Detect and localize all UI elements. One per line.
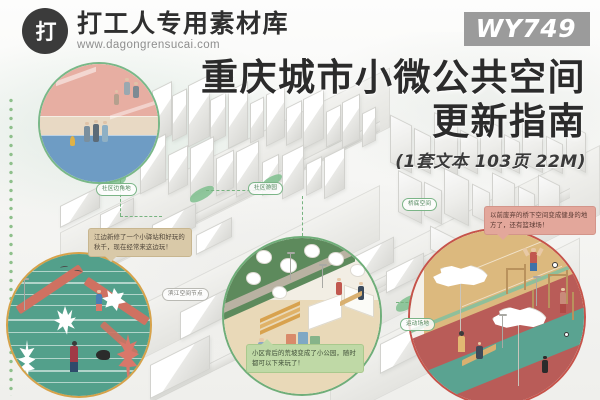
product-code-badge: WY749 xyxy=(463,12,590,46)
poster-title-block: 重庆城市小微公共空间 更新指南 (1套文本 103页 22M) xyxy=(186,56,586,172)
connector-line-park xyxy=(206,190,266,191)
title-line-2: 更新指南 xyxy=(432,99,586,143)
connector-line-street xyxy=(302,196,303,236)
brand-mark-icon: 打 xyxy=(22,8,68,54)
scene-circle-sport[interactable] xyxy=(408,228,586,400)
connector-line-river xyxy=(120,180,121,216)
speech-bubble-river: 江边新修了一个小驿站和好玩的秋千，现在经常来这边玩！ xyxy=(88,228,192,264)
map-tag-bridge-space[interactable]: 桥底空间 xyxy=(402,198,438,211)
speech-bubble-bridge: 以前废弃的桥下空间变成健身的地方了，还有篮球场！ xyxy=(484,206,596,242)
map-tag-community-park[interactable]: 社区游园 xyxy=(248,182,284,195)
map-note-slogan: 一起建设 我们的城市 xyxy=(206,69,234,84)
connector-line-river-h xyxy=(120,216,162,217)
brand-name: 打工人专用素材库 xyxy=(77,9,290,39)
title-subtitle: (1套文本 103页 22M) xyxy=(395,152,586,173)
title-line-1: 重庆城市小微公共空间 xyxy=(201,56,586,99)
scene-circle-terrace[interactable] xyxy=(6,252,152,398)
brand-text: 打工人专用素材库 www.dagongrensucai.com xyxy=(77,9,290,51)
brand-logo[interactable]: 打 打工人专用素材库 www.dagongrensucai.com xyxy=(22,8,289,54)
scene-circle-river[interactable] xyxy=(38,62,160,184)
map-tag-corner-land[interactable]: 社区边角地 xyxy=(96,183,137,196)
map-tag-street-node[interactable]: 滨江空间节点 xyxy=(162,288,209,301)
left-dotted-rail xyxy=(9,96,13,396)
map-tag-sports-ground[interactable]: 运动场地 xyxy=(400,318,436,331)
brand-website: www.dagongrensucai.com xyxy=(77,38,221,51)
speech-bubble-park: 小区背后的荒坡变成了小公园，随时都可以下来玩了！ xyxy=(246,338,364,374)
